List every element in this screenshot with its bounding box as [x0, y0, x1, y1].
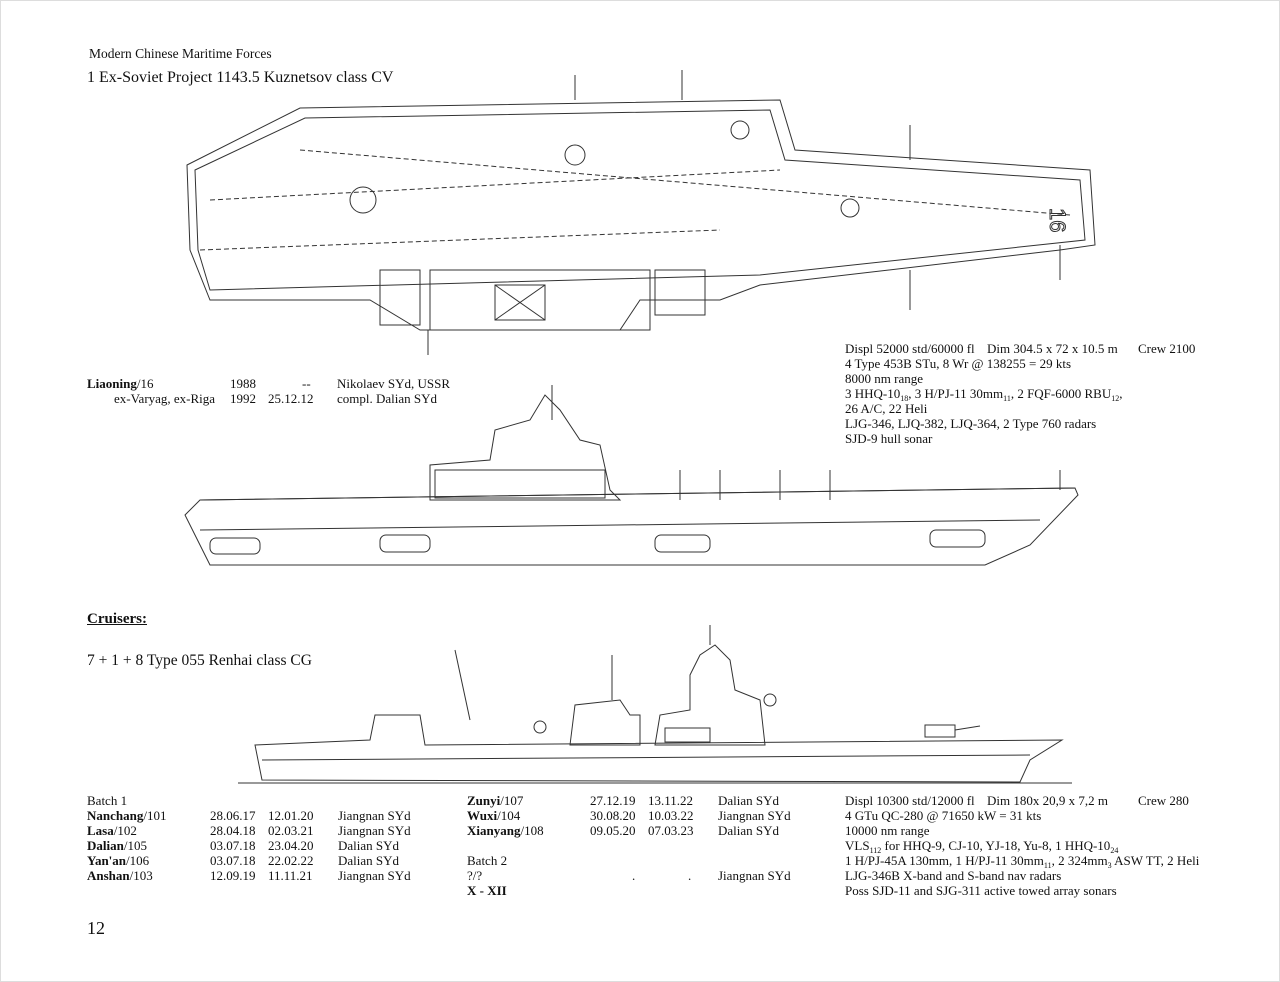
shipyard: Dalian SYd: [338, 853, 400, 868]
laid-down: 30.08.20: [590, 808, 636, 823]
laid-down: 03.07.18: [210, 853, 256, 868]
ship-name: Xianyang/108: [467, 823, 544, 838]
commissioned: --: [302, 376, 311, 391]
laid-down: 1988: [230, 376, 256, 391]
sonar: SJD-9 hull sonar: [845, 431, 933, 446]
laid-down: 28.06.17: [210, 808, 256, 823]
laid-down: 28.04.18: [210, 823, 256, 838]
shipyard: Dalian SYd: [338, 838, 400, 853]
ship-name: Liaoning/16: [87, 376, 154, 391]
range: 8000 nm range: [845, 371, 923, 386]
launched: 1992: [230, 391, 256, 406]
radars: LJG-346, LJQ-382, LJQ-364, 2 Type 760 ra…: [845, 416, 1097, 431]
shipyard: Jiangnan SYd: [718, 808, 791, 823]
running-header: Modern Chinese Maritime Forces: [89, 46, 272, 61]
crew: Crew 280: [1138, 793, 1189, 808]
carrier-top-view: [186, 70, 1096, 355]
missiles: VLS112 for HHQ-9, CJ-10, YJ-18, Yu-8, 1 …: [845, 838, 1119, 855]
shipyard: Dalian SYd: [718, 793, 780, 808]
carrier-class-title: 1 Ex-Soviet Project 1143.5 Kuznetsov cla…: [87, 69, 394, 86]
ship-name: Anshan/103: [87, 868, 153, 883]
section-heading-cruisers: Cruisers:: [87, 611, 147, 627]
commissioned: 12.01.20: [268, 808, 314, 823]
ship-name: Wuxi/104: [467, 808, 521, 823]
carrier-side-view: [184, 385, 1079, 566]
air-group: 26 A/C, 22 Heli: [845, 401, 928, 416]
crew: Crew 2100: [1138, 341, 1196, 356]
commissioned: 22.02.22: [268, 853, 314, 868]
ship-name: Yan'an/106: [87, 853, 150, 868]
commissioned: 25.12.12: [268, 391, 314, 406]
page-number: 12: [87, 918, 105, 938]
displacement: Displ 10300 std/12000 fl: [845, 793, 975, 808]
shipyard: Dalian SYd: [718, 823, 780, 838]
cruiser-class-title: 7 + 1 + 8 Type 055 Renhai class CG: [87, 652, 312, 669]
machinery: 4 GTu QC-280 @ 71650 kW = 31 kts: [845, 808, 1042, 823]
shipyard: Jiangnan SYd: [338, 868, 411, 883]
ship-name: Lasa/102: [87, 823, 137, 838]
commissioned: 07.03.23: [648, 823, 694, 838]
former-names: ex-Varyag, ex-Riga: [114, 391, 216, 406]
dimensions: Dim 304.5 x 72 x 10.5 m: [987, 341, 1118, 356]
armament: 3 HHQ-1018, 3 H/PJ-11 30mm11, 2 FQF-6000…: [845, 386, 1123, 403]
commissioned: 13.11.22: [648, 793, 694, 808]
guns: 1 H/PJ-45A 130mm, 1 H/PJ-11 30mm11, 2 32…: [845, 853, 1200, 870]
shipyard: compl. Dalian SYd: [337, 391, 438, 406]
commissioned: 11.11.21: [268, 868, 313, 883]
sonars: Poss SJD-11 and SJG-311 active towed arr…: [845, 883, 1117, 898]
ship-name: Dalian/105: [87, 838, 147, 853]
shipyard: Jiangnan SYd: [338, 823, 411, 838]
machinery: 4 Type 453B STu, 8 Wr @ 138255 = 29 kts: [845, 356, 1072, 371]
ship-name: X - XII: [467, 883, 507, 898]
shipyard: Jiangnan SYd: [338, 808, 411, 823]
laid-down: 03.07.18: [210, 838, 256, 853]
commissioned: 10.03.22: [648, 808, 694, 823]
ship-name: ?/?: [467, 868, 483, 883]
range: 10000 nm range: [845, 823, 930, 838]
laid-down: 12.09.19: [210, 868, 256, 883]
laid-down: 27.12.19: [590, 793, 636, 808]
commissioned: .: [688, 868, 692, 883]
ship-name: Nanchang/101: [87, 808, 167, 823]
ship-name: Zunyi/107: [467, 793, 524, 808]
laid-down: 09.05.20: [590, 823, 636, 838]
shipyard: Jiangnan SYd: [718, 868, 791, 883]
batch-label: Batch 2: [467, 853, 508, 868]
displacement: Displ 52000 std/60000 fl: [845, 341, 975, 356]
batch-label: Batch 1: [87, 793, 128, 808]
dimensions: Dim 180x 20,9 x 7,2 m: [987, 793, 1108, 808]
hull-number: 16: [1045, 208, 1070, 232]
radars: LJG-346B X-band and S-band nav radars: [845, 868, 1062, 883]
commissioned: 02.03.21: [268, 823, 314, 838]
commissioned: 23.04.20: [268, 838, 314, 853]
cruiser-side-view: [238, 625, 1072, 784]
shipyard: Nikolaev SYd, USSR: [337, 376, 451, 391]
laid-down: .: [632, 868, 636, 883]
